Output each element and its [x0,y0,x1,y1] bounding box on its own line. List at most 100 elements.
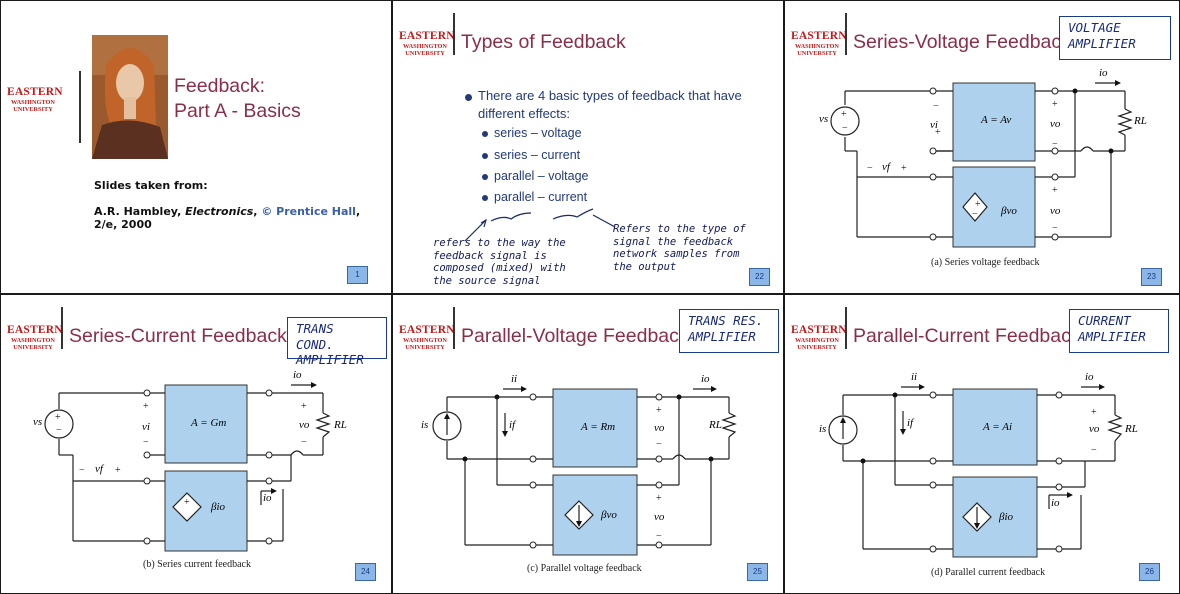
svg-text:+: + [1052,185,1058,196]
svg-text:−: − [1091,445,1097,456]
svg-text:−: − [1052,223,1058,234]
label-vo-feedback: vo [654,511,665,523]
series-current-circuit: +− + +− +− −+ [44,382,331,552]
label-vo: vo [1050,118,1061,130]
label-if: if [509,419,516,431]
label-ii: ii [911,371,918,383]
feedback-gain: βvo [601,509,617,521]
label-vo: vo [299,419,310,431]
title-divider [61,307,63,349]
amplifier-gain: A = Ai [983,421,1013,433]
page-number-badge: 25 [747,563,768,581]
figure-caption: (d) Parallel current feedback [931,567,1046,578]
page-number-badge: 22 [749,268,770,286]
slide-title: Types of Feedback [461,31,626,53]
source-heading: Slides taken from: [94,179,208,192]
svg-text:+: + [143,401,149,412]
slide-title: Parallel-Current Feedback [853,325,1081,347]
svg-text:−: − [842,123,848,134]
title-divider [845,13,847,55]
svg-text:−: − [972,209,978,220]
label-RL: RL [709,419,722,431]
label-vo: vo [1089,423,1100,435]
slide-title: Parallel-Voltage Feedback [461,325,689,347]
handwritten-label: TRANS RES.AMPLIFIER [679,309,779,353]
label-vo-feedback: vo [1050,205,1061,217]
label-is: is [819,423,827,435]
label-io: io [293,369,302,381]
label-if: if [907,417,914,429]
portrait-painting [92,35,168,159]
svg-text:−: − [143,437,149,448]
figure-caption: (b) Series current feedback [143,559,251,570]
label-io-feedback: io [1051,497,1060,509]
label-io: io [1099,67,1108,79]
svg-text:−: − [1052,139,1058,150]
svg-text:+: + [935,127,941,138]
svg-text:+: + [901,163,907,174]
page-number-badge: 1 [347,266,368,284]
label-vs: vs [33,416,43,428]
feedback-types-list: There are 4 basic types of feedback that… [465,87,775,208]
feedback-gain: βio [999,511,1014,523]
slide-title: Series-Voltage Feedback [853,31,1071,53]
label-RL: RL [334,419,347,431]
parallel-voltage-circuit: +− +− [432,386,737,556]
label-vo: vo [654,422,665,434]
svg-text:+: + [841,109,847,120]
svg-text:+: + [184,497,190,508]
label-io: io [1085,371,1094,383]
svg-text:+: + [656,405,662,416]
label-vf: vf [882,161,890,173]
svg-text:−: − [656,439,662,450]
feedback-gain: βvo [1001,205,1017,217]
bullet-intro: There are 4 basic types of feedback that… [465,87,775,123]
figure-caption: (a) Series voltage feedback [931,257,1040,268]
label-vs: vs [819,113,829,125]
handwritten-arrows [464,208,616,242]
source-reference: A.R. Hambley, Electronics, © Prentice Ha… [94,205,361,231]
label-io-feedback: io [263,492,272,504]
svg-text:+: + [1052,99,1058,110]
page-number-badge: 23 [1141,268,1162,286]
svg-text:+: + [975,199,981,210]
bullet-parallel-current: parallel – current [465,187,775,208]
svg-text:+: + [55,412,61,423]
label-is: is [421,419,429,431]
page-number-badge: 26 [1139,563,1160,581]
label-ii: ii [511,373,518,385]
label-io: io [701,373,710,385]
title-divider [453,13,455,55]
parallel-current-circuit: +− [828,384,1123,558]
label-RL: RL [1134,115,1147,127]
handwritten-label: TRANS COND.AMPLIFIER [287,317,387,367]
svg-text:−: − [56,425,62,436]
svg-text:−: − [867,163,873,174]
svg-text:+: + [656,493,662,504]
svg-text:−: − [933,101,939,112]
amplifier-gain: A = Av [981,114,1012,126]
label-RL: RL [1125,423,1138,435]
bullet-series-voltage: series – voltage [465,123,775,144]
svg-text:+: + [115,465,121,476]
bullet-series-current: series – current [465,145,775,166]
slide-title: Series-Current Feedback [69,325,287,347]
title-divider [453,307,455,349]
series-voltage-circuit: +− +− −+ +− +− −+ [830,80,1133,248]
svg-text:−: − [79,465,85,476]
figure-caption: (c) Parallel voltage feedback [527,563,642,574]
